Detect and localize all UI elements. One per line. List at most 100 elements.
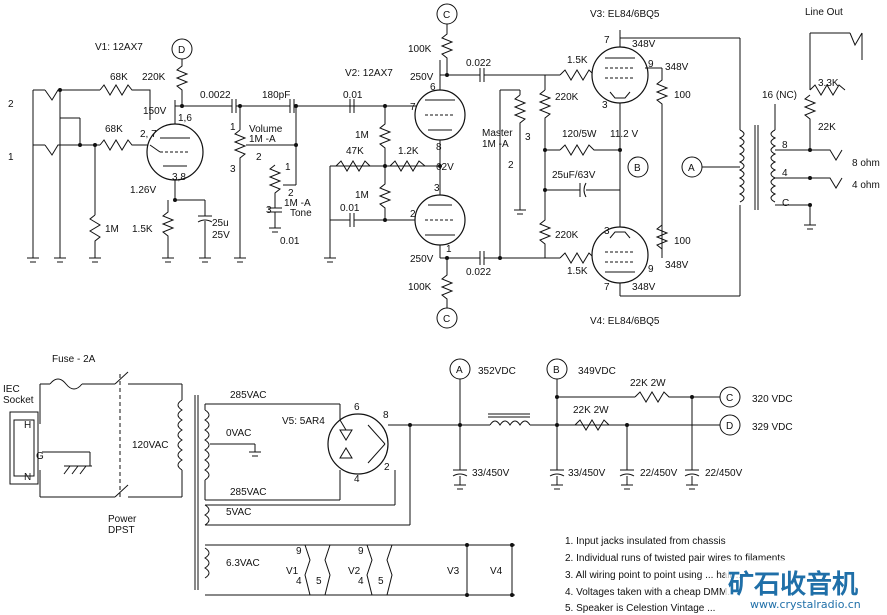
fuse-label: Fuse - 2A bbox=[52, 354, 96, 365]
v2-plate-voltage-b: 250V bbox=[410, 254, 434, 265]
heater-v1-pin9: 9 bbox=[296, 546, 302, 557]
r-220k-v1: 220K bbox=[142, 72, 166, 83]
v-11-2: 11.2 V bbox=[610, 129, 638, 140]
iec-socket bbox=[9, 411, 39, 485]
socket-label: Socket bbox=[3, 395, 34, 406]
r-100-a: 100 bbox=[674, 90, 691, 101]
heater-v2-pin9: 9 bbox=[358, 546, 364, 557]
v3-tube-title: V3: EL84/6BQ5 bbox=[590, 9, 660, 20]
r-1m-b: 1M bbox=[355, 130, 369, 141]
r-100k-a: 100K bbox=[408, 44, 432, 55]
r-120-5w: 120/5W bbox=[562, 129, 597, 140]
jack-2-label: 2 bbox=[8, 99, 14, 110]
r-47k: 47K bbox=[346, 146, 364, 157]
heater-v1-label: V1 bbox=[286, 566, 299, 577]
heater-v1-pin4: 4 bbox=[296, 576, 302, 587]
tone-pin1: 1 bbox=[285, 162, 291, 173]
c-33-450-a: 33/450V bbox=[472, 468, 510, 479]
v5-tube bbox=[327, 413, 389, 475]
r-68k-a: 68K bbox=[110, 72, 128, 83]
v1-tube-title: V1: 12AX7 bbox=[95, 42, 143, 53]
iec-label: IEC bbox=[3, 384, 20, 395]
r-220k-b: 220K bbox=[555, 230, 579, 241]
v4-pin7: 7 bbox=[604, 282, 610, 293]
r-22k-out: 22K bbox=[818, 122, 836, 133]
note-4: 4. Voltages taken with a cheap DMM. bbox=[565, 587, 730, 598]
v2-pin8: 8 bbox=[436, 142, 442, 153]
node-a-amp-label: A bbox=[688, 163, 695, 174]
v4-tube-title: V4: EL84/6BQ5 bbox=[590, 316, 660, 327]
vol-pin3: 3 bbox=[230, 164, 236, 175]
v2-pin1: 1 bbox=[446, 244, 452, 255]
v2-stage: V2: 12AX7 0.01 1M 7 6 8 C 100K 250V 0.02… bbox=[324, 3, 560, 329]
tone-label: Tone bbox=[290, 208, 312, 219]
r-1m-a: 1M bbox=[105, 224, 119, 235]
v4-v348d: 348V bbox=[632, 282, 656, 293]
c-001-v2a: 0.01 bbox=[343, 90, 363, 101]
notes: 1. Input jacks insulated from chassis 2.… bbox=[565, 536, 785, 614]
v5-pin4: 4 bbox=[354, 474, 360, 485]
v1-pins-27: 2, 7 bbox=[140, 129, 157, 140]
hv-0vac: 0VAC bbox=[226, 428, 251, 439]
v4-pin9: 9 bbox=[648, 264, 654, 275]
v2-pin7: 7 bbox=[410, 102, 416, 113]
v2-plate-voltage-a: 250V bbox=[410, 72, 434, 83]
jack-8-ohm: 8 ohm bbox=[852, 158, 880, 169]
master-value: 1M -A bbox=[482, 139, 509, 150]
v2-tube-title: V2: 12AX7 bbox=[345, 68, 393, 79]
v3-pin3: 3 bbox=[602, 100, 608, 111]
line-out-label: Line Out bbox=[805, 7, 843, 18]
v3-pin9: 9 bbox=[648, 59, 654, 70]
v1-plate-voltage: 150V bbox=[143, 106, 167, 117]
node-c-bottom-label: C bbox=[443, 314, 450, 325]
c-001-v2b: 0.01 bbox=[340, 203, 360, 214]
primary-voltage: 120VAC bbox=[132, 440, 169, 451]
v4-pin3: 3 bbox=[604, 226, 610, 237]
r-15k-b: 1.5K bbox=[567, 266, 588, 277]
node-a-supply-label: A bbox=[456, 365, 463, 376]
master-pin2: 2 bbox=[508, 160, 514, 171]
heater-v2-label: V2 bbox=[348, 566, 361, 577]
volume-label: Volume bbox=[249, 124, 283, 135]
supply-v320: 320 VDC bbox=[752, 394, 793, 405]
iec-g: G bbox=[36, 451, 44, 462]
heater-v4-label: V4 bbox=[490, 566, 503, 577]
heater-v3-label: V3 bbox=[447, 566, 460, 577]
tone-value: 1M -A bbox=[284, 198, 311, 209]
supply-v329: 329 VDC bbox=[752, 422, 793, 433]
node-b-amp-label: B bbox=[634, 163, 641, 174]
c-22-450-a: 22/450V bbox=[640, 468, 678, 479]
watermark-url: www.crystalradio.cn bbox=[750, 598, 861, 611]
node-b-supply-label: B bbox=[553, 365, 560, 376]
input-stage: 2 1 68K 68K 1M 1,6 2, 7 3,8 1.26V D V1: bbox=[8, 38, 237, 263]
heater-wiring: 6.3VAC 9 9 V1 V2 4 4 5 5 V3 V4 bbox=[204, 543, 515, 597]
note-5: 5. Speaker is Celestion Vintage ... bbox=[565, 603, 715, 614]
node-d-supply-label: D bbox=[726, 421, 733, 432]
heater-v1-pin5: 5 bbox=[316, 576, 322, 587]
volume-tone-section: 180pF 1 3 Volume 1M -A 2 1 2 3 1M -A Ton… bbox=[230, 90, 380, 263]
supply-v349: 349VDC bbox=[578, 366, 616, 377]
v2-pin6: 6 bbox=[430, 82, 436, 93]
tone-pin2: 2 bbox=[288, 188, 294, 199]
r-15k-v1: 1.5K bbox=[132, 224, 153, 235]
v4-v348c: 348V bbox=[665, 260, 689, 271]
v3-pin7: 7 bbox=[604, 35, 610, 46]
v5-pin6: 6 bbox=[354, 402, 360, 413]
node-c-supply bbox=[719, 386, 741, 408]
tone-pin3: 3 bbox=[266, 205, 272, 216]
c-0022-c: 0.022 bbox=[466, 267, 491, 278]
r-100-b: 100 bbox=[674, 236, 691, 247]
power-supply: Fuse - 2A IEC Socket H G N Power DPST 12… bbox=[3, 354, 793, 590]
c-25u: 25u bbox=[212, 218, 229, 229]
r-33k: 3.3K bbox=[818, 78, 839, 89]
c-180pf: 180pF bbox=[262, 90, 290, 101]
c-33-450-b: 33/450V bbox=[568, 468, 606, 479]
v3-v348b: 348V bbox=[665, 62, 689, 73]
v3-tube bbox=[591, 46, 649, 104]
iec-n: N bbox=[24, 472, 31, 483]
jack-4-ohm: 4 ohm bbox=[852, 180, 880, 191]
c-0022-a: 0.0022 bbox=[200, 90, 231, 101]
c-001-tone: 0.01 bbox=[280, 236, 300, 247]
tap-nc: 16 (NC) bbox=[762, 90, 797, 101]
